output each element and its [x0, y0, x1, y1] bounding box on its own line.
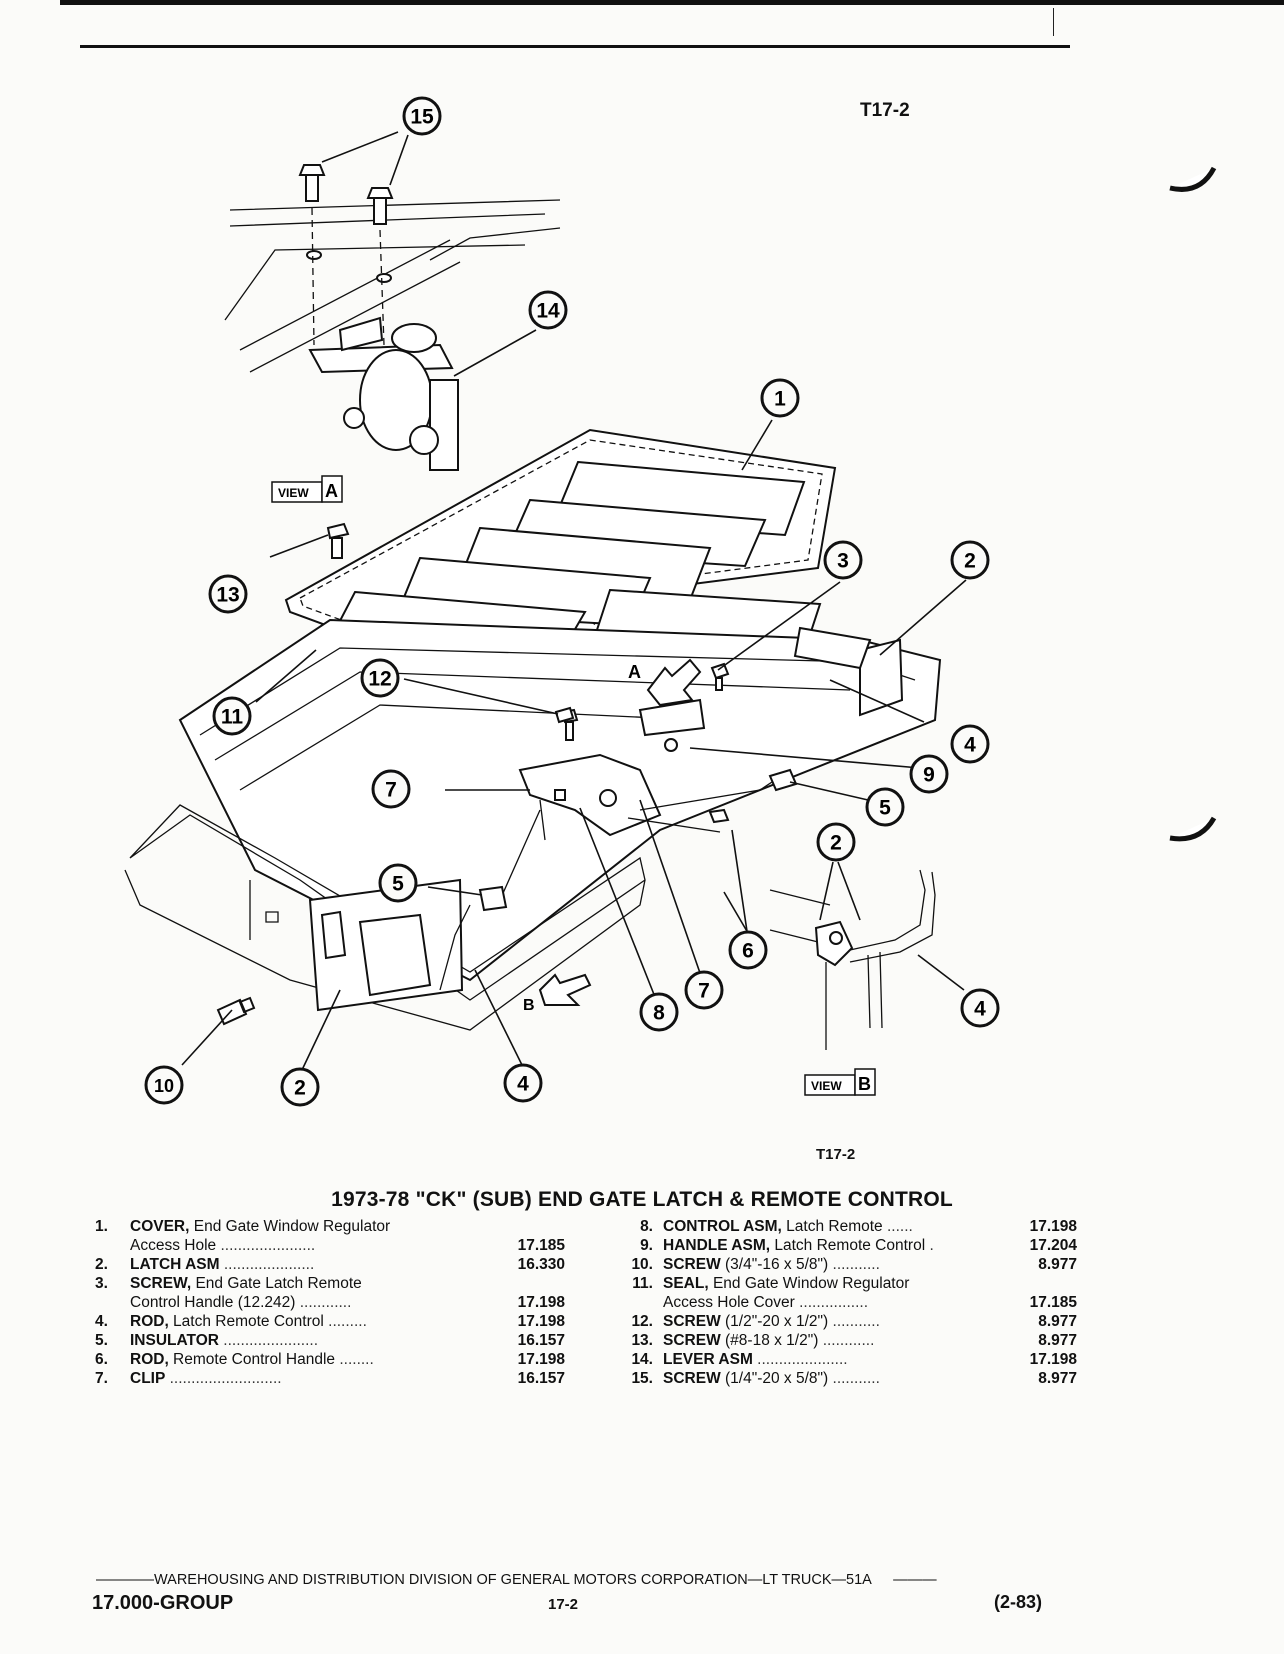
svg-text:2: 2: [294, 1077, 306, 1100]
end-gate-body: [124, 618, 942, 1031]
binder-mark: [1169, 166, 1217, 192]
callout-5: 5: [865, 787, 905, 827]
part-row: 4.ROD, Latch Remote Control .........17.…: [95, 1313, 565, 1330]
svg-text:13: 13: [216, 584, 239, 607]
arrow-a: A: [628, 658, 702, 707]
callout-4c: 4: [503, 1063, 543, 1103]
part-row: 12.SCREW (1/2"-20 x 1/2") ...........8.9…: [631, 1313, 1077, 1330]
svg-text:7: 7: [698, 980, 710, 1003]
part-row: 10.SCREW (3/4"-16 x 5/8") ...........8.9…: [631, 1256, 1077, 1273]
svg-text:3: 3: [837, 550, 849, 573]
exploded-diagram: A B 15 14 1 3 2 13 12 11 4 9: [124, 96, 1217, 1107]
svg-text:4: 4: [964, 734, 976, 757]
screw-3: [710, 662, 730, 691]
parts-list-right: 8.CONTROL ASM, Latch Remote ......17.198…: [611, 1217, 1077, 1388]
section-title: 1973-78 "CK" (SUB) END GATE LATCH & REMO…: [331, 1188, 953, 1211]
part-row: Access Hole ......................17.185: [130, 1237, 565, 1254]
part-row: 13.SCREW (#8-18 x 1/2") ............8.97…: [631, 1332, 1077, 1349]
svg-text:15: 15: [410, 106, 434, 129]
callout-6: 6: [728, 930, 768, 970]
svg-text:6: 6: [742, 940, 754, 963]
view-b-assembly: [769, 869, 936, 1050]
parts-list-left: 1.COVER, End Gate Window Regulator Acces…: [95, 1217, 565, 1388]
footer-division-line: ————WAREHOUSING AND DISTRIBUTION DIVISIO…: [96, 1572, 937, 1588]
callout-7b: 7: [684, 970, 724, 1010]
svg-text:5: 5: [879, 797, 891, 820]
screw-10: [216, 996, 256, 1026]
callout-12: 12: [360, 658, 400, 698]
svg-text:4: 4: [517, 1073, 529, 1096]
callout-3: 3: [823, 540, 863, 580]
callout-10: 10: [144, 1065, 184, 1105]
arrow-b: B: [523, 973, 592, 1014]
svg-text:B: B: [523, 997, 535, 1014]
screw-12: [554, 706, 575, 724]
screw-13: [326, 522, 350, 559]
svg-text:14: 14: [536, 300, 560, 323]
svg-text:10: 10: [154, 1076, 174, 1096]
svg-text:A: A: [628, 662, 641, 682]
svg-text:12: 12: [368, 668, 391, 691]
svg-text:1: 1: [774, 388, 786, 411]
screw-15-pair: [298, 164, 394, 346]
part-row: 14.LEVER ASM .....................17.198: [631, 1351, 1077, 1368]
latch-mechanism: [439, 698, 798, 991]
callout-5b: 5: [378, 863, 418, 903]
callout-11: 11: [212, 696, 252, 736]
part-row: 1.COVER, End Gate Window Regulator: [95, 1218, 391, 1235]
svg-text:7: 7: [385, 779, 397, 802]
view-b-label: VIEW B: [804, 1068, 876, 1096]
callout-9: 9: [909, 754, 949, 794]
part-row: 8.CONTROL ASM, Latch Remote ......17.198: [640, 1218, 1077, 1235]
view-a-label: VIEW A: [271, 475, 343, 503]
callout-8: 8: [639, 992, 679, 1032]
top-border: [60, 0, 1284, 5]
figure-id-top: T17-2: [860, 100, 910, 121]
corner-tick: [1053, 8, 1054, 36]
part-row: 11.SEAL, End Gate Window Regulator: [632, 1275, 910, 1292]
view-a-assembly: [224, 199, 561, 471]
part-row: 2.LATCH ASM .....................16.330: [95, 1256, 565, 1273]
svg-text:VIEW: VIEW: [278, 486, 309, 500]
leader-lines: [181, 131, 967, 1071]
svg-text:VIEW: VIEW: [811, 1079, 842, 1093]
figure-id-bottom: T17-2: [816, 1146, 856, 1163]
svg-text:A: A: [325, 481, 338, 501]
callout-2c: 2: [280, 1067, 320, 1107]
callout-15: 15: [402, 96, 442, 136]
callout-13: 13: [208, 574, 248, 614]
footer-page-number: 17-2: [548, 1596, 579, 1613]
part-row: 9.HANDLE ASM, Latch Remote Control .17.2…: [640, 1237, 1077, 1254]
svg-text:B: B: [858, 1074, 871, 1094]
part-row: 5.INSULATOR ......................16.157: [95, 1332, 565, 1349]
svg-text:11: 11: [221, 706, 244, 729]
callout-14: 14: [528, 290, 568, 330]
callout-7: 7: [371, 769, 411, 809]
callout-4b: 4: [960, 988, 1000, 1028]
svg-text:2: 2: [830, 832, 842, 855]
callout-2b: 2: [816, 822, 856, 862]
part-row: Control Handle (12.242) ............17.1…: [130, 1294, 565, 1311]
part-row: 3.SCREW, End Gate Latch Remote: [95, 1275, 362, 1292]
callout-2: 2: [950, 540, 990, 580]
svg-text:9: 9: [923, 764, 935, 787]
part-row: Access Hole Cover ................17.185: [663, 1294, 1077, 1311]
part-row: 6.ROD, Remote Control Handle ........17.…: [95, 1351, 565, 1368]
part-row: 7.CLIP ..........................16.157: [95, 1370, 565, 1387]
svg-text:2: 2: [964, 550, 976, 573]
svg-text:5: 5: [392, 873, 404, 896]
binder-mark: [1169, 816, 1217, 842]
callout-1: 1: [760, 378, 800, 418]
footer-date: (2-83): [994, 1592, 1043, 1612]
footer-group: 17.000-GROUP: [92, 1592, 234, 1614]
callout-4: 4: [950, 724, 990, 764]
part-row: 15.SCREW (1/4"-20 x 5/8") ...........8.9…: [631, 1370, 1077, 1387]
svg-text:8: 8: [653, 1002, 665, 1025]
header-rule: [80, 45, 1070, 48]
svg-text:4: 4: [974, 998, 986, 1021]
